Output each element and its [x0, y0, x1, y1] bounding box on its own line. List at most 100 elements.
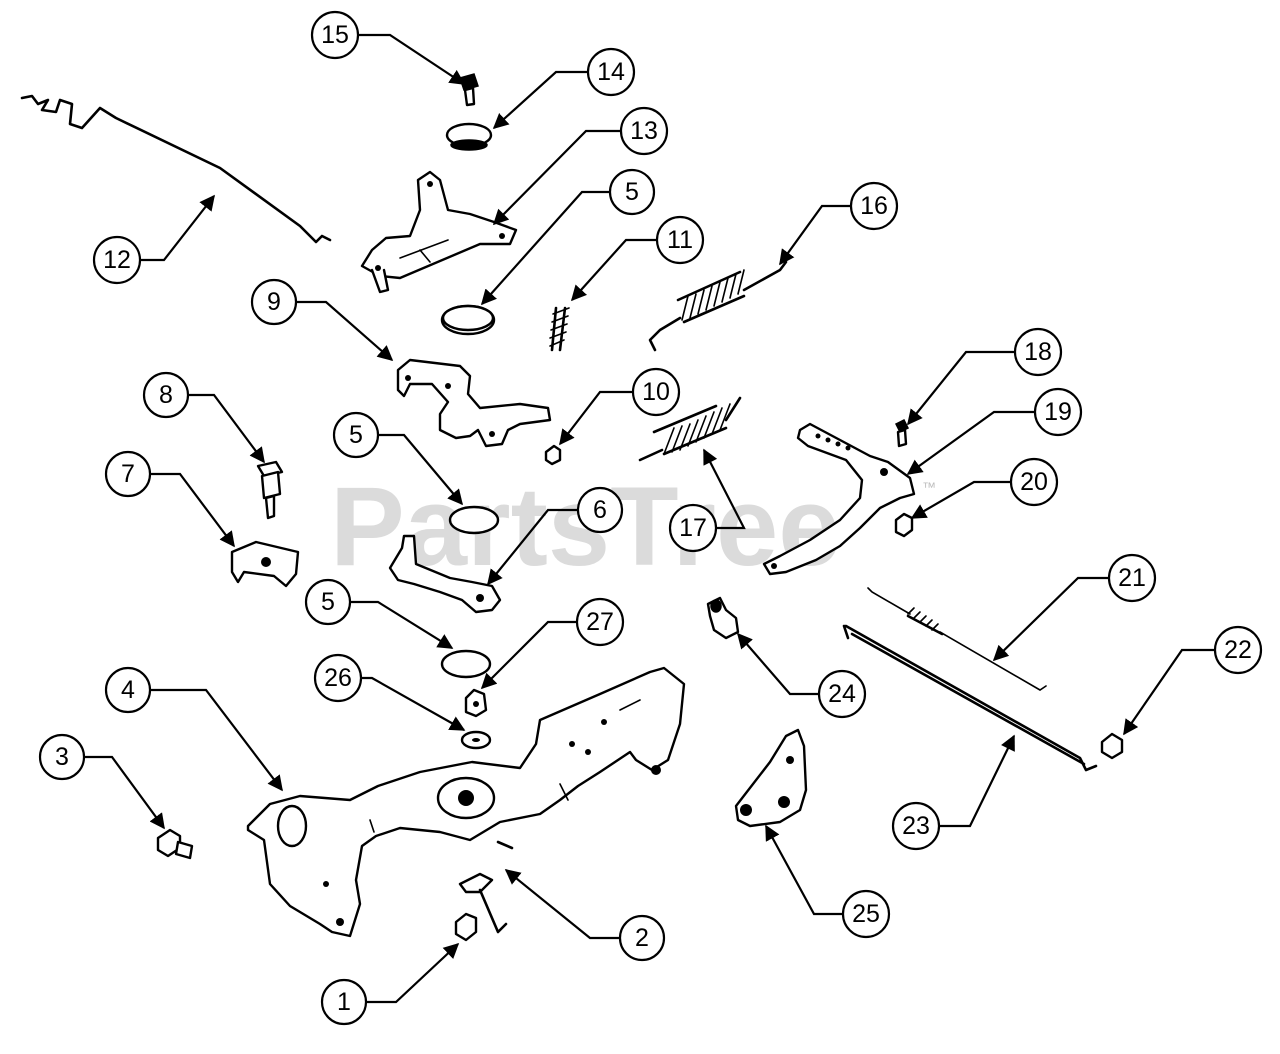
part-bolt-15 — [459, 73, 479, 107]
part-rod-23 — [842, 624, 1098, 772]
callout-3[interactable]: 3 — [38, 733, 86, 781]
svg-text:27: 27 — [586, 608, 614, 636]
part-clip-7 — [230, 540, 300, 588]
svg-text:5: 5 — [625, 178, 639, 206]
callout-17[interactable]: 17 — [668, 503, 718, 553]
svg-text:5: 5 — [321, 588, 335, 616]
leader-14 — [492, 70, 588, 130]
leader-17 — [703, 448, 746, 530]
callout-5-middle[interactable]: 5 — [332, 411, 380, 459]
svg-text:26: 26 — [324, 664, 352, 692]
leader-9 — [296, 300, 394, 362]
leader-7 — [150, 472, 235, 548]
part-washer-5-lower — [440, 649, 492, 679]
leader-lines — [84, 33, 1214, 1004]
leader-5-top — [480, 190, 610, 306]
callout-9[interactable]: 9 — [250, 278, 298, 326]
callout-18[interactable]: 18 — [1013, 327, 1063, 377]
part-screw-18 — [894, 418, 910, 448]
callout-4[interactable]: 4 — [104, 666, 152, 714]
callout-25[interactable]: 25 — [841, 889, 891, 939]
part-nut-1 — [454, 912, 478, 942]
leader-6 — [487, 508, 578, 586]
callout-5-top[interactable]: 5 — [608, 168, 656, 216]
leader-10 — [559, 390, 632, 446]
leader-23 — [940, 734, 1015, 828]
callout-22[interactable]: 22 — [1213, 625, 1263, 675]
leader-25 — [765, 824, 842, 916]
leader-4 — [150, 688, 283, 792]
svg-text:8: 8 — [159, 381, 173, 409]
part-plate-9 — [396, 358, 552, 448]
leader-18 — [907, 350, 1014, 426]
part-bushing-24 — [706, 596, 740, 640]
svg-text:20: 20 — [1020, 468, 1048, 496]
part-rod-21 — [867, 587, 1047, 691]
svg-text:2: 2 — [635, 924, 649, 952]
callout-13[interactable]: 13 — [619, 106, 669, 156]
leader-24 — [736, 632, 818, 696]
callout-27[interactable]: 27 — [575, 597, 625, 647]
callout-11[interactable]: 11 — [655, 215, 705, 265]
part-washer-26 — [460, 730, 492, 750]
svg-text:1: 1 — [337, 988, 351, 1016]
svg-text:16: 16 — [860, 192, 888, 220]
callout-1[interactable]: 1 — [320, 978, 368, 1026]
callout-21[interactable]: 21 — [1107, 553, 1157, 603]
svg-text:11: 11 — [667, 226, 693, 254]
callout-23[interactable]: 23 — [891, 801, 941, 851]
callout-6[interactable]: 6 — [576, 486, 624, 534]
leader-20 — [910, 480, 1010, 519]
callout-bubbles: 1 2 3 4 5 5 5 6 7 8 9 10 11 12 13 14 15 … — [38, 10, 1263, 1026]
leader-19 — [906, 410, 1034, 475]
svg-text:12: 12 — [103, 246, 131, 274]
leader-2 — [504, 869, 620, 940]
part-stud-11 — [549, 306, 570, 352]
leader-22 — [1123, 648, 1214, 736]
part-spring-17 — [638, 396, 742, 462]
leader-21 — [992, 576, 1108, 662]
part-plate-25 — [734, 728, 808, 828]
svg-text:18: 18 — [1024, 338, 1052, 366]
part-rod-12 — [20, 94, 332, 244]
callout-10[interactable]: 10 — [631, 367, 681, 417]
part-crank-19 — [762, 422, 916, 576]
callout-19[interactable]: 19 — [1033, 387, 1083, 437]
part-lever-6 — [388, 534, 502, 614]
svg-text:6: 6 — [593, 496, 607, 524]
callout-5-lower[interactable]: 5 — [304, 578, 352, 626]
leader-15 — [358, 33, 466, 85]
svg-text:19: 19 — [1044, 398, 1072, 426]
svg-text:14: 14 — [597, 58, 625, 86]
svg-text:10: 10 — [642, 378, 670, 406]
callout-16[interactable]: 16 — [849, 181, 899, 231]
svg-text:9: 9 — [267, 288, 281, 316]
svg-text:24: 24 — [828, 680, 856, 708]
svg-text:15: 15 — [321, 21, 349, 49]
callout-24[interactable]: 24 — [817, 669, 867, 719]
leader-5-lower — [350, 600, 454, 649]
leader-1 — [366, 942, 460, 1004]
leader-12 — [140, 194, 215, 262]
leader-11 — [570, 238, 657, 302]
svg-text:21: 21 — [1118, 564, 1146, 592]
leader-16 — [779, 204, 850, 266]
leader-13 — [492, 129, 620, 226]
part-nut-27 — [464, 688, 488, 718]
callout-15[interactable]: 15 — [310, 10, 360, 60]
part-bolt-8 — [256, 460, 284, 520]
svg-text:7: 7 — [121, 460, 135, 488]
callout-7[interactable]: 7 — [104, 450, 152, 498]
leader-3 — [84, 755, 165, 830]
callout-12[interactable]: 12 — [92, 235, 142, 285]
callout-26[interactable]: 26 — [313, 653, 363, 703]
callout-20[interactable]: 20 — [1009, 457, 1059, 507]
callout-14[interactable]: 14 — [586, 47, 636, 97]
part-bracket-13 — [360, 170, 518, 294]
part-spring-16 — [648, 260, 788, 352]
watermark-trademark: ™ — [922, 479, 936, 495]
callout-2[interactable]: 2 — [618, 914, 666, 962]
part-washer-14 — [445, 122, 493, 151]
svg-text:17: 17 — [679, 514, 707, 542]
callout-8[interactable]: 8 — [142, 371, 190, 419]
